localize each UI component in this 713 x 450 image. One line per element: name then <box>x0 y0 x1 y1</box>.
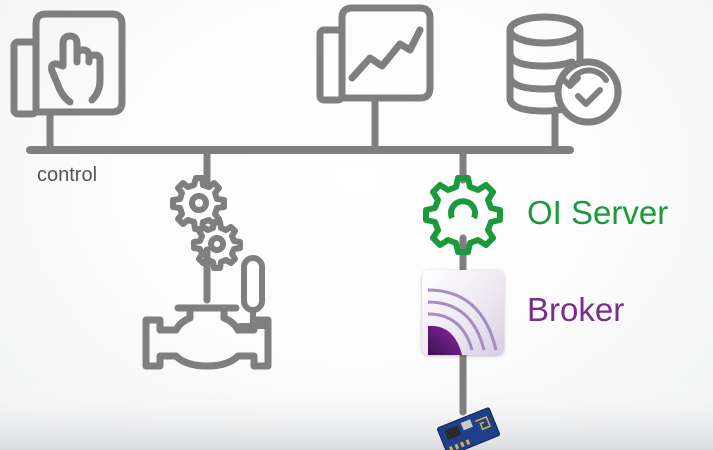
floor-shadow <box>0 380 713 450</box>
touch-panel-icon <box>10 10 126 118</box>
control-label: control <box>37 164 98 186</box>
database-sync-icon <box>506 13 622 126</box>
trend-monitor-icon <box>316 4 434 104</box>
broker-label: Broker <box>527 291 625 328</box>
oi-server-label: OI Server <box>527 194 669 231</box>
broker-app-icon <box>422 270 504 355</box>
oi-server-gear-icon <box>423 175 503 255</box>
valve-icon <box>142 304 272 370</box>
gears-icon <box>170 175 243 271</box>
sensor-icon <box>237 255 269 329</box>
microcontroller-board-icon <box>437 407 500 450</box>
